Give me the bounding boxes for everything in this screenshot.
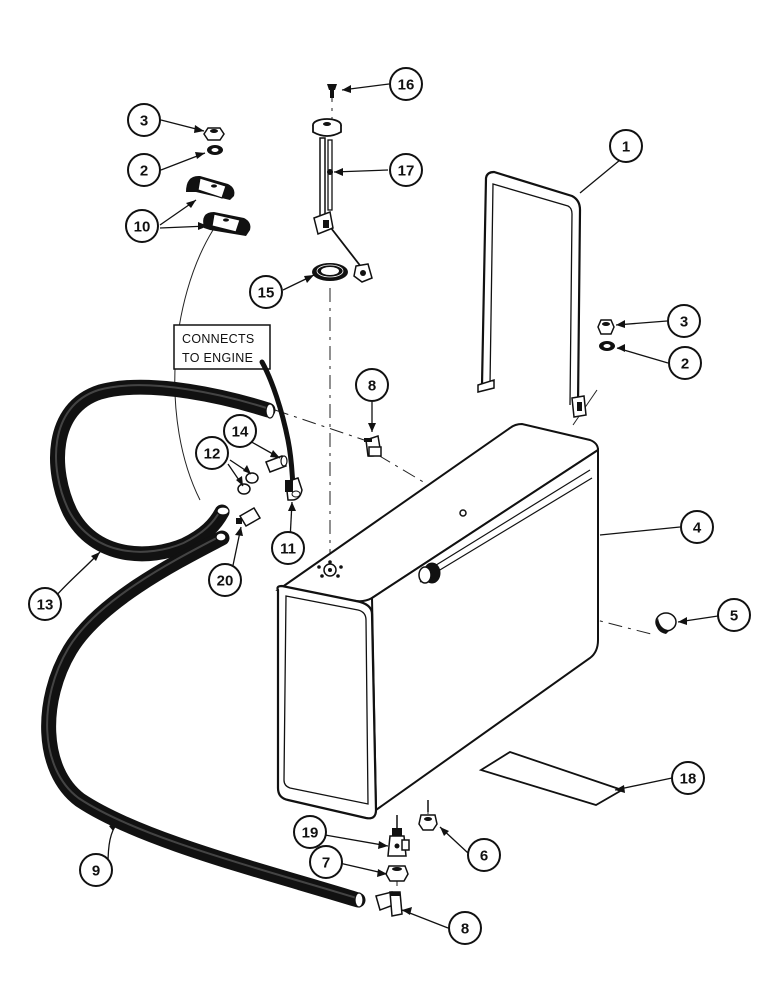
valve-nut [385, 865, 409, 882]
engine-supply-line [259, 359, 296, 488]
elbow-fitting-bottom [375, 891, 403, 917]
supply-hose [41, 530, 366, 908]
callout-20: 20 [208, 563, 242, 597]
callout-3-top: 3 [127, 103, 161, 137]
hose-clamps [186, 175, 251, 236]
svg-text:2: 2 [681, 356, 689, 373]
svg-text:4: 4 [693, 520, 702, 537]
svg-text:16: 16 [398, 77, 415, 94]
tank-plug [655, 612, 677, 634]
svg-text:10: 10 [134, 219, 151, 236]
callout-5: 5 [717, 598, 751, 632]
svg-text:11: 11 [280, 541, 296, 558]
svg-text:15: 15 [258, 285, 275, 302]
svg-text:8: 8 [368, 378, 376, 395]
tank-pad [478, 751, 625, 806]
elbow-fitting-engine [285, 477, 303, 501]
svg-text:17: 17 [398, 163, 415, 180]
svg-text:7: 7 [322, 855, 330, 872]
svg-text:6: 6 [480, 848, 488, 865]
svg-text:14: 14 [232, 424, 249, 441]
filler-neck [418, 562, 441, 584]
callout-2-top: 2 [127, 153, 161, 187]
elbow-fitting-top [364, 435, 382, 457]
callout-8-top: 8 [355, 368, 389, 402]
svg-text:20: 20 [217, 573, 234, 590]
hose-barb-fitting [265, 455, 288, 473]
vent-hole [459, 509, 467, 517]
svg-text:12: 12 [204, 446, 221, 463]
callout-1: 1 [609, 129, 643, 163]
connects-to-engine-note: CONNECTS TO ENGINE [173, 324, 271, 370]
callout-3-strap: 3 [667, 304, 701, 338]
fuel-tank [275, 422, 600, 828]
svg-text:8: 8 [461, 921, 469, 938]
fuel-sender-screw [327, 84, 337, 98]
callout-14: 14 [223, 414, 257, 448]
sender-gasket [312, 263, 348, 281]
hose-clamp-nut [203, 127, 225, 141]
callout-6: 6 [467, 838, 501, 872]
svg-text:3: 3 [140, 113, 148, 130]
fuel-sender-unit [312, 118, 373, 283]
callout-7: 7 [309, 845, 343, 879]
callout-11: 11 [271, 531, 305, 565]
strap-nut [597, 319, 615, 335]
callout-13: 13 [28, 587, 62, 621]
callout-18: 18 [671, 761, 705, 795]
hose-clamp-washer [207, 145, 223, 155]
hose-clamp-rings [237, 472, 259, 495]
svg-text:1: 1 [622, 139, 630, 156]
callout-15: 15 [249, 275, 283, 309]
tank-strap [477, 170, 587, 418]
svg-text:18: 18 [680, 771, 697, 788]
note-line-1: CONNECTS [182, 332, 255, 346]
callout-2-strap: 2 [668, 346, 702, 380]
leader-arrowheads [91, 85, 687, 915]
svg-text:9: 9 [92, 863, 100, 880]
callout-12: 12 [195, 436, 229, 470]
hose-connector [236, 506, 262, 528]
strap-washer [599, 341, 615, 351]
shutoff-valve [387, 828, 410, 857]
callout-19: 19 [293, 815, 327, 849]
svg-text:19: 19 [302, 825, 319, 842]
callout-4: 4 [680, 510, 714, 544]
svg-text:2: 2 [140, 163, 148, 180]
return-hose [50, 379, 276, 562]
callout-8-bottom: 8 [448, 911, 482, 945]
drain-plug [418, 814, 438, 831]
callout-17: 17 [389, 153, 423, 187]
svg-text:5: 5 [730, 608, 738, 625]
sender-mount-holes [317, 560, 343, 578]
note-line-2: TO ENGINE [182, 351, 253, 365]
svg-text:3: 3 [680, 314, 688, 331]
callout-16: 16 [389, 67, 423, 101]
svg-text:13: 13 [37, 597, 54, 614]
callout-9: 9 [79, 853, 113, 887]
callout-10: 10 [125, 209, 159, 243]
